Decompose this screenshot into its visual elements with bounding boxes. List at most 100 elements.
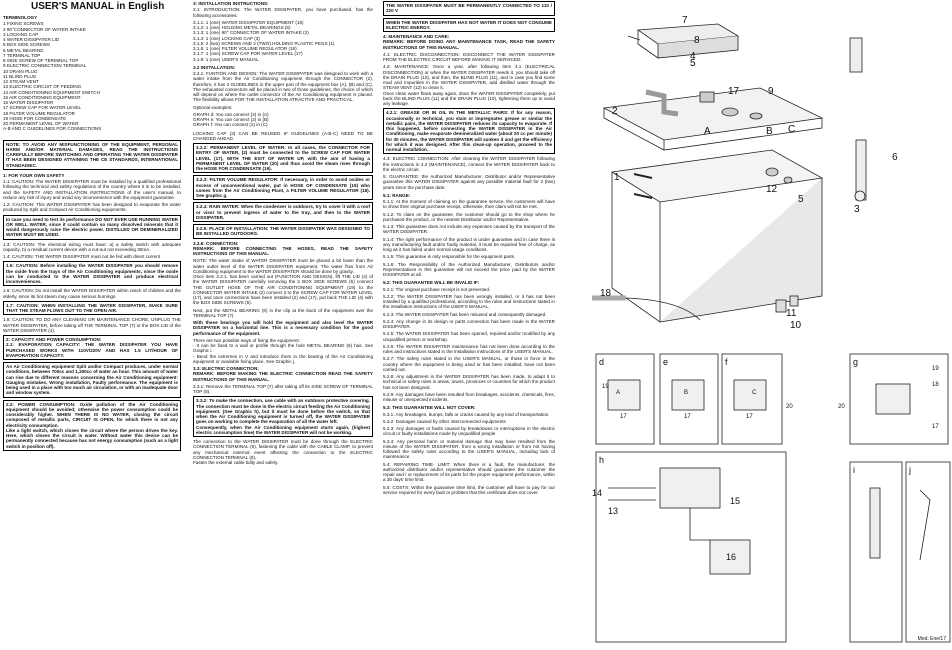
term-item: 20 PERMANENT LEVEL OF WATER bbox=[3, 121, 79, 126]
metal-bearing-note: Next, put the METAL BEARING (6) in the c… bbox=[193, 307, 373, 318]
invalid-item: 5.2.6: The WATER DISSIPATER maintenance … bbox=[383, 343, 555, 354]
panel-num: 18 bbox=[932, 382, 939, 388]
invalid-item: 5.2.4: Any change in its design or parts… bbox=[383, 318, 555, 329]
electric-connection-4-3: 4.3: ELECTRIC CONNECTION: After cleaning… bbox=[383, 156, 555, 172]
term-item: 19 HOSE FOR CONDENSATE bbox=[3, 115, 67, 121]
callout-11: 11 bbox=[786, 308, 797, 319]
callout-5b: 5 bbox=[798, 194, 804, 205]
range-item: 5.1.6: The Responsibility of the Authori… bbox=[383, 261, 555, 278]
maintenance-heading: 4: MAINTENANCE AND CARE: REMARK: BEFORE … bbox=[383, 34, 555, 50]
invalid-item: 5.2.1: The original purchase receipt is … bbox=[383, 286, 491, 292]
term-item: 9 ELECTRIC CONNECTION TERMINAL bbox=[3, 63, 87, 69]
term-item: 13 ELECTRIC CIRCUIT OF FEEDING bbox=[3, 84, 82, 90]
caution-1-6: 1.6: CAUTION: Do not install the WATER D… bbox=[3, 288, 181, 299]
term-item: 16 WATER DISSIPATER bbox=[3, 100, 54, 105]
exploded-view-diagram: 7 8 4 5 17 9 2 A B C 6 1 3 12 5 18 11 10 bbox=[592, 15, 951, 643]
invalid-item: 5.2.3: The WATER DISSIPATER has been mis… bbox=[383, 311, 547, 317]
graph-item: GRAPH f: You can connect (2) in (C) bbox=[193, 122, 268, 128]
installation-3-2-heading: 3.2 INSTALLATION: bbox=[193, 64, 236, 70]
callout-B: B bbox=[766, 126, 773, 137]
caution-1-8: 1.8: CAUTION: TO DO ANY CLEANING OR MAIN… bbox=[3, 317, 181, 333]
invalid-item: 5.2.2: The WATER DISSIPATER has been wro… bbox=[383, 293, 555, 310]
callout-1: 1 bbox=[614, 172, 620, 183]
function-design-3-2-1: 3.2.1: FUNTION AND DESIGN: The WATER DIS… bbox=[193, 71, 373, 103]
callout-5: 5 bbox=[690, 58, 696, 69]
callout-9: 9 bbox=[768, 86, 774, 97]
optional-examples: Optional examples: bbox=[193, 104, 233, 110]
graph-item: GRAPH e: You can connect (2) in (B) bbox=[193, 117, 269, 122]
rain-water-box: 3.2.4: RAIN WATER: When the condenser is… bbox=[193, 202, 373, 222]
panel-num: A bbox=[616, 390, 620, 396]
term-item: 5 BOX SIDE SCREWS bbox=[3, 42, 50, 48]
panel-num: 17 bbox=[746, 414, 753, 420]
maintenance-4-2: 4.2: MAINTENANCE: Once a year, after fol… bbox=[383, 64, 555, 106]
panel-num: 16 bbox=[726, 552, 736, 562]
notice-box: NOTE: TO AVOID ANY MISFUNCTIONING OF THE… bbox=[3, 139, 181, 170]
not-cover-item: 5.3.2: Damages caused by other interconn… bbox=[383, 418, 506, 424]
range-item: 5.1.3: This guarantee does not include a… bbox=[383, 224, 555, 235]
panel-num: 17 bbox=[684, 414, 691, 420]
callout-4: 4 bbox=[690, 51, 696, 62]
callout-A: A bbox=[704, 126, 711, 137]
not-cover-item: 5.3.4: Any personal harm or material dam… bbox=[383, 438, 555, 460]
bearing-bold-note: With these bearings you will hold the eq… bbox=[193, 320, 373, 336]
callout-8: 8 bbox=[694, 35, 700, 46]
not-cover-item: 5.3.1: Any breakages, bumps, falls or cr… bbox=[383, 411, 550, 417]
graph-list: GRAPH d: You can connect (2) in (A) GRAP… bbox=[193, 112, 373, 128]
range-item: 5.1.2: To claim on the guarantee, the cu… bbox=[383, 211, 555, 222]
locking-cap-note: LOCKING CAP (3) CAN BE REUSED IF GUIDELI… bbox=[193, 130, 373, 141]
connection-3-2-6: 3.2.6: CONNECTION: REMARK: BEFORE CONNEC… bbox=[193, 240, 373, 257]
panel-num: 15 bbox=[730, 496, 740, 506]
panel-h-label: h bbox=[599, 455, 604, 465]
panel-num: 20 bbox=[838, 404, 845, 410]
panel-g-label: g bbox=[853, 357, 858, 367]
callout-3: 3 bbox=[854, 204, 860, 215]
model-code: Mod. Ene/17 bbox=[917, 636, 946, 642]
term-item: 3 LOCKING CAP bbox=[3, 31, 39, 37]
filter-volume-box: 3.2.3: FILTER VOLUME REGULATOR: If neces… bbox=[193, 175, 373, 201]
installation-heading: 3: INSTALLATION INSTRUCTIONS: bbox=[193, 1, 269, 6]
panel-num: 17 bbox=[932, 424, 939, 430]
range-heading: 5.1: RANGE: bbox=[383, 192, 411, 198]
invalid-item: 5.2.7: The safety rules stated in the US… bbox=[383, 356, 555, 372]
callout-10: 10 bbox=[790, 320, 802, 331]
term-item: 2 90°CONNECTOR OF WATER INTAKE bbox=[3, 26, 86, 32]
grease-oil-box: 4.2.1: GREASE OR IN OIL IN THE METALLIC … bbox=[383, 108, 555, 155]
caution-1-3: 1.3: CAUTION: The electrical wiring must… bbox=[3, 241, 181, 252]
caution-1-2: 1.2: CAUTION: This WATER DISSIPATER has … bbox=[3, 202, 181, 213]
panel-num: 14 bbox=[592, 488, 602, 498]
invalid-item: 5.2.9: Any damages have been resulted fr… bbox=[383, 391, 555, 402]
panel-num: 19 bbox=[932, 366, 939, 372]
accessory-item: 3.1.7: 1 (one) SCREW CAP FOR WATER LEVEL… bbox=[193, 51, 303, 57]
term-item: 12 STEAM VENT bbox=[3, 79, 39, 84]
term-item: 1 FIXING SCREWS bbox=[3, 21, 44, 27]
accessory-item: 3.1.8: 1 (one) USER'S MANUAL bbox=[193, 56, 259, 62]
range-item: 5.1.4: The right performance of the prod… bbox=[383, 236, 555, 253]
permanently-connected-box: THE WATER DISSIPATER MUST BE PERMANENTLY… bbox=[383, 1, 555, 16]
accessory-item: 3.1.1: 1 (one) WATER DISSIPATER EQUIPMEN… bbox=[193, 19, 304, 25]
invalid-item: 5.2.8: Any adjustment in the WATER DISSI… bbox=[383, 374, 555, 390]
term-item: 7 TERMINAL TOP bbox=[3, 52, 41, 58]
connection-cable-box: 3.3.2: To make the connection, use cable… bbox=[193, 396, 373, 437]
panel-num: 13 bbox=[608, 506, 618, 516]
panel-e-label: e bbox=[663, 357, 668, 367]
panel-i-label: i bbox=[853, 465, 855, 475]
terminology-list: 1 FIXING SCREWS 2 90°CONNECTOR OF WATER … bbox=[3, 21, 181, 131]
callout-6: 6 bbox=[892, 152, 898, 163]
term-item: 15 AIR CONDITIONING EQUIPMENT bbox=[3, 94, 81, 100]
graph-item: GRAPH d: You can connect (2) in (A) bbox=[193, 111, 269, 117]
term-item: 14 AIR CONDITIONING EQUIPMENT SWITCH bbox=[3, 89, 100, 95]
column-3: THE WATER DISSIPATER MUST BE PERMANENTLY… bbox=[383, 0, 555, 645]
callout-17: 17 bbox=[728, 86, 740, 97]
panel-f-label: f bbox=[725, 357, 728, 367]
callout-C: C bbox=[788, 124, 795, 135]
term-item: 8 SIDE SCREW OF TERMINAL TOP bbox=[3, 58, 79, 63]
power-consumption-box: 2.2: POWER CONSUMPTION: Oxide pollution … bbox=[3, 399, 181, 451]
term-item: A-B AND C GUIDELINES FOR CONNECTIONS bbox=[3, 126, 102, 132]
fixing-ways: There are two possible ways of fixing th… bbox=[193, 337, 373, 364]
introduction-3-1: 3.1: INTRODUCTION: The WATER DISSIPATER,… bbox=[193, 7, 373, 18]
term-item: 17 SCREW CAP FOR WATER LEVEL bbox=[3, 105, 82, 111]
panel-num: B bbox=[684, 390, 688, 396]
manual-title: USER'S MANUAL in English bbox=[31, 1, 165, 12]
term-item: 18 FILTER VOLUME REGULATOR bbox=[3, 110, 75, 116]
